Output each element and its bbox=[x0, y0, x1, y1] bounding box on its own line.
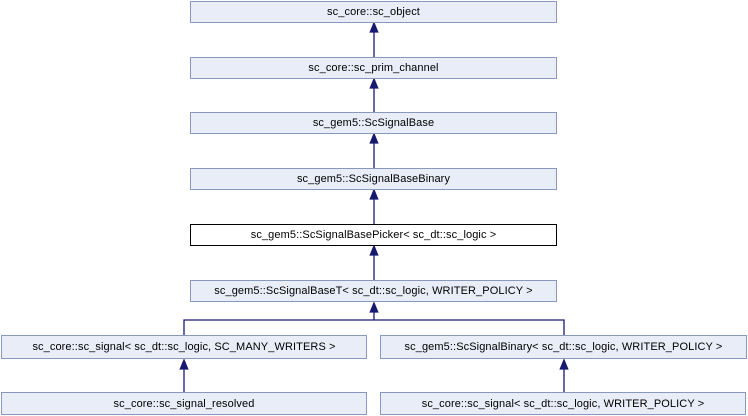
arrowhead-icon bbox=[369, 188, 379, 200]
arrowhead-icon bbox=[369, 132, 379, 144]
arrowhead-icon bbox=[559, 358, 569, 370]
class-node-sc-core-sc-object[interactable]: sc_core::sc_object bbox=[190, 1, 557, 23]
arrowhead-icon bbox=[369, 21, 379, 33]
class-node-sc-gem5-scsignalbinary[interactable]: sc_gem5::ScSignalBinary< sc_dt::sc_logic… bbox=[380, 335, 747, 359]
class-node-sc-core-sc-signal-many-writers[interactable]: sc_core::sc_signal< sc_dt::sc_logic, SC_… bbox=[1, 335, 367, 359]
arrowhead-icon bbox=[369, 301, 379, 313]
class-node-sc-gem5-scsignalbaset[interactable]: sc_gem5::ScSignalBaseT< sc_dt::sc_logic,… bbox=[190, 280, 557, 302]
arrowhead-icon bbox=[179, 358, 189, 370]
class-node-sc-core-sc-signal-writer-policy[interactable]: sc_core::sc_signal< sc_dt::sc_logic, WRI… bbox=[380, 392, 746, 415]
class-node-sc-gem5-scsignalbase[interactable]: sc_gem5::ScSignalBase bbox=[190, 112, 557, 134]
class-node-sc-core-sc-signal-resolved[interactable]: sc_core::sc_signal_resolved bbox=[1, 392, 367, 415]
class-node-sc-gem5-scsignalbasepicker-current: sc_gem5::ScSignalBasePicker< sc_dt::sc_l… bbox=[190, 224, 557, 246]
arrowhead-icon bbox=[369, 244, 379, 256]
class-node-sc-gem5-scsignalbasebinary[interactable]: sc_gem5::ScSignalBaseBinary bbox=[190, 168, 557, 190]
arrowhead-icon bbox=[369, 77, 379, 89]
inheritance-fork-connector bbox=[183, 319, 565, 335]
class-node-sc-core-sc-prim-channel[interactable]: sc_core::sc_prim_channel bbox=[190, 57, 557, 79]
